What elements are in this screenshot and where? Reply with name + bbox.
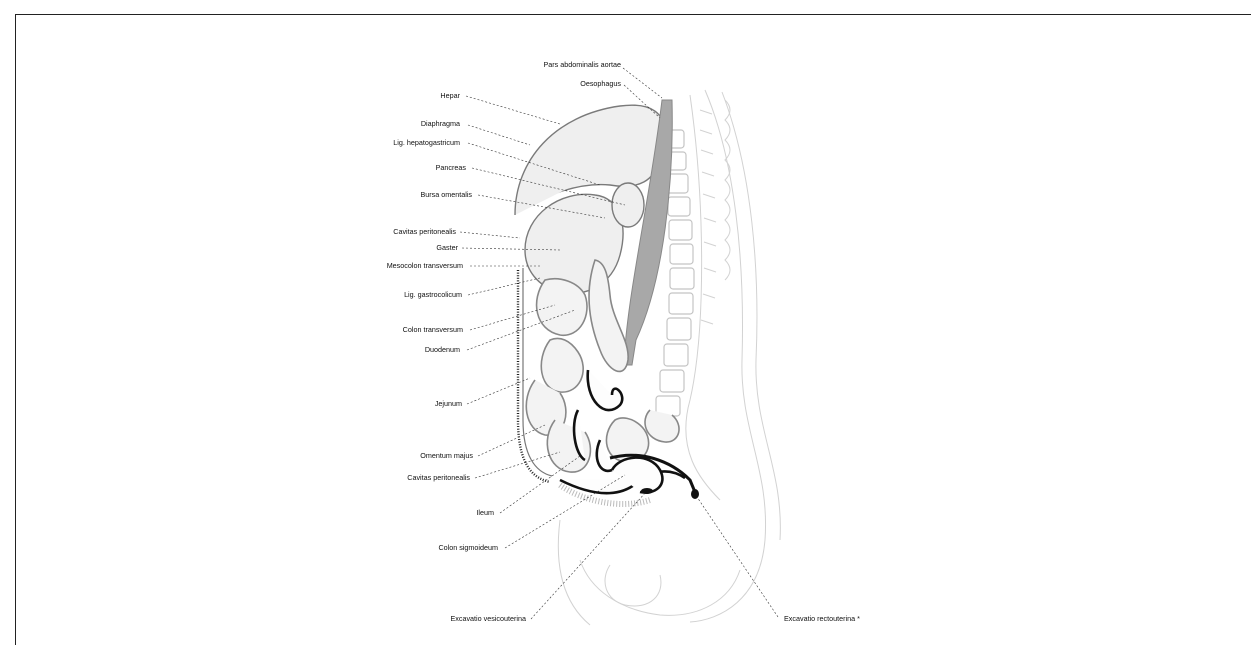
label-ileum: Ileum	[476, 508, 494, 517]
label-colon-transversum: Colon transversum	[403, 325, 463, 334]
label-colon-sigmoideum: Colon sigmoideum	[438, 543, 498, 552]
label-omentum-majus: Omentum majus	[420, 451, 473, 460]
label-jejunum: Jejunum	[435, 399, 462, 408]
organs	[515, 100, 699, 504]
pancreas-shape	[612, 183, 644, 227]
label-bursa-omentalis: Bursa omentalis	[420, 190, 472, 199]
label-excavatio-vesicouterina: Excavatio vesicouterina	[450, 614, 526, 623]
label-cavitas-peritonealis-lower: Cavitas peritonealis	[407, 473, 470, 482]
label-excavatio-rectouterina: Excavatio rectouterina *	[784, 614, 860, 623]
label-hepar: Hepar	[440, 91, 460, 100]
label-diaphragma: Diaphragma	[421, 119, 460, 128]
label-mesocolon-transversum: Mesocolon transversum	[387, 261, 463, 270]
label-pancreas: Pancreas	[436, 163, 467, 172]
label-pars-abdominalis-aortae: Pars abdominalis aortae	[543, 60, 621, 69]
label-cavitas-peritonealis-upper: Cavitas peritonealis	[393, 227, 456, 236]
label-lig-hepatogastricum: Lig. hepatogastricum	[393, 138, 460, 147]
label-oesophagus: Oesophagus	[580, 79, 621, 88]
label-lig-gastrocolicum: Lig. gastrocolicum	[404, 290, 462, 299]
label-duodenum: Duodenum	[425, 345, 460, 354]
label-gaster: Gaster	[436, 243, 458, 252]
